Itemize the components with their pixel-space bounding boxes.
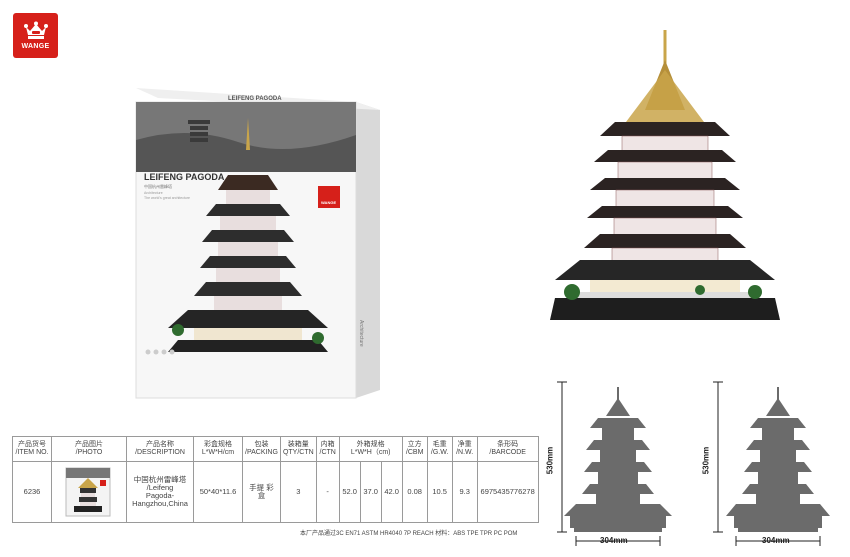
spec-table-header-row: 产品货号/ITEM NO. 产品图片/PHOTO 产品名称/DESCRIPTIO… [12,436,539,462]
spec-table: 产品货号/ITEM NO. 产品图片/PHOTO 产品名称/DESCRIPTIO… [12,436,539,523]
compliance-footnote: 本厂产品通过3C EN71 ASTM HR4040 7P REACH 材料：AB… [300,531,518,537]
header-cbm: 立方/CBM [401,436,428,462]
dimension-figure-left: 530mm 304mm [545,372,708,552]
width-label-right: 304mm [762,536,790,545]
table-cell-text: L*W*H/cm [201,449,235,456]
header-gw: 毛重/G.W. [426,436,453,462]
table-cell-text: /BARCODE [489,449,526,456]
table-cell-text: /Leifeng [146,483,174,492]
brand-logo: WANGE [13,13,58,58]
header-nw: 净重/N.W. [451,436,478,462]
cell-outer-l: 52.0 [338,461,361,523]
cell-inner: - [315,461,340,523]
table-cell-text: 手提 彩 [249,483,274,492]
header-packing: 包装/PACKING [242,436,281,462]
cell-gw: 10.5 [426,461,453,523]
table-cell-text: /DESCRIPTION [135,449,185,456]
table-cell-text: 彩盒规格 [204,441,232,448]
table-cell-text: 毛重 [432,441,447,448]
table-cell-text: /G.W. [430,449,449,456]
table-cell-text: /PACKING [245,449,278,456]
crown-icon [23,21,48,39]
box-side-caption: Architecture [358,320,364,347]
table-cell-text: 包装 [254,441,269,448]
table-cell-text: /CTN [319,449,336,456]
box-subtitle: 中国杭州雷峰塔 [144,183,172,189]
table-cell-text: L*W*H（cm) [350,449,391,456]
height-label-left: 530mm [545,446,555,475]
box-brand: WANGE [321,200,336,205]
spec-table-row: 6236 中国杭州雷峰塔/Leifeng Pagoda-Hangzhou,Chi… [12,461,539,523]
table-cell-text: 盒 [257,491,266,500]
cell-description: 中国杭州雷峰塔/Leifeng Pagoda-Hangzhou,China [126,461,194,523]
table-cell-text: /CBM [405,449,424,456]
product-box-image: LEIFENG PAGODA LEIFENG PAGODA 中国杭州雷峰塔 Ar… [135,88,380,399]
box-small-line-2: The world's great architecture [144,196,190,200]
header-item-no: 产品货号/ITEM NO. [12,436,52,462]
cell-box-size: 50*40*11.6 [193,461,243,523]
table-cell-text: 外箱规格 [356,441,385,448]
table-cell-text: Hangzhou,China [132,499,188,508]
cell-outer-h: 42.0 [380,461,403,523]
table-cell-text: 装箱量 [287,441,309,448]
table-cell-text: 中国杭州雷峰塔 [133,475,187,484]
cell-cbm: 0.08 [401,461,428,523]
cell-packing: 手提 彩盒 [242,461,281,523]
table-cell-text: 条形码 [497,441,519,448]
table-cell-text: 产品货号 [18,441,46,448]
table-cell-text: 产品名称 [146,441,174,448]
brand-name: WANGE [21,43,50,50]
cell-qty: 3 [279,461,317,523]
product-thumbnail [65,467,111,517]
cell-outer-w: 37.0 [359,461,382,523]
table-cell-text: 净重 [457,441,472,448]
table-cell-text: 产品图片 [75,441,103,448]
table-cell-text: QTY/CTN [282,449,314,456]
cell-item-no: 6236 [12,461,52,523]
pagoda-model-image [550,30,780,320]
box-small-line-1: Architecture [144,191,163,195]
cell-photo [51,461,127,523]
table-cell-text: 内箱 [320,441,335,448]
table-cell-text: Pagoda- [145,491,175,500]
table-cell-text: 立方 [407,441,422,448]
header-barcode: 条形码/BARCODE [476,436,539,462]
header-photo: 产品图片/PHOTO [51,436,127,462]
header-inner: 内箱/CTN [315,436,340,462]
table-cell-text: /ITEM NO. [15,449,49,456]
cell-barcode: 6975435776278 [476,461,539,523]
dimension-figure-right: 530mm 304mm [701,372,850,552]
box-top-title: LEIFENG PAGODA [228,96,282,102]
pagoda-silhouette-left [557,381,672,546]
box-title: LEIFENG PAGODA [144,172,225,182]
width-label-left: 304mm [600,536,628,545]
height-label-right: 530mm [701,446,711,475]
table-cell-text: /PHOTO [75,449,103,456]
pagoda-silhouette-right [713,381,830,546]
table-cell-text: /N.W. [456,449,474,456]
cell-nw: 9.3 [451,461,478,523]
header-description: 产品名称/DESCRIPTION [126,436,194,462]
